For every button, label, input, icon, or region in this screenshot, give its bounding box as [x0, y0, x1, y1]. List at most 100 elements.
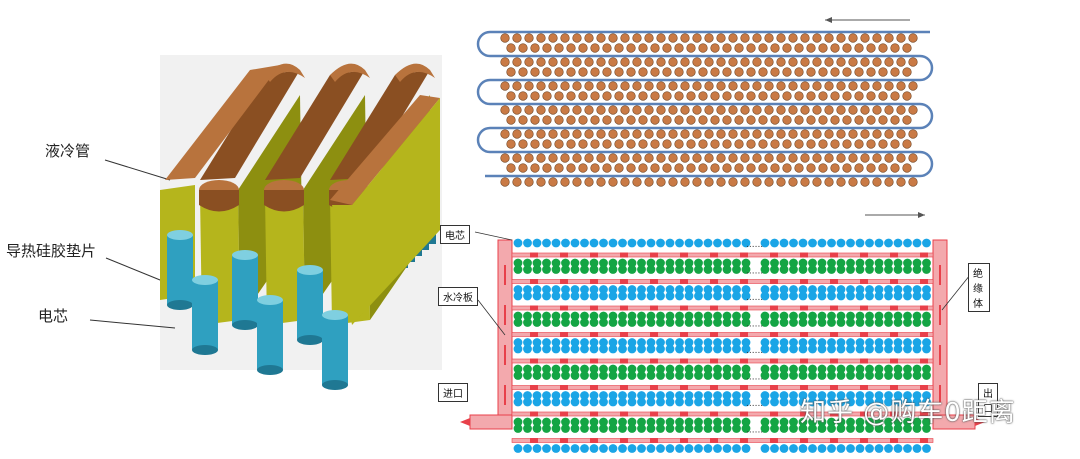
cell-dot	[872, 129, 882, 139]
cell-circle	[665, 364, 675, 374]
cell-circle	[694, 371, 703, 380]
cell-dot	[644, 105, 654, 115]
cell-dot	[806, 115, 816, 125]
cell-dot	[518, 115, 528, 125]
insulator-mark	[770, 438, 778, 443]
cell-circle	[523, 338, 532, 347]
cell-circle	[656, 397, 665, 407]
cell-dot	[824, 129, 834, 139]
cell-circle	[874, 364, 884, 374]
cell-circle	[770, 238, 779, 248]
cell-circle	[846, 265, 855, 274]
cell-circle	[836, 371, 846, 380]
cell-dot	[788, 129, 798, 139]
cell-dot	[818, 115, 828, 125]
cell-dot	[872, 105, 882, 115]
cell-circle	[722, 424, 732, 433]
cell-dot	[878, 139, 888, 149]
cell-dot	[884, 153, 894, 163]
cell-circle	[599, 238, 608, 248]
cell-circle	[656, 285, 665, 294]
cell-circle	[627, 391, 637, 400]
cell-circle	[589, 424, 599, 433]
cell-dot	[656, 81, 666, 91]
cell-circle	[542, 338, 551, 347]
cell-dot	[698, 115, 708, 125]
cell-circle	[884, 311, 893, 321]
cell-circle	[846, 258, 855, 268]
cell-circle	[884, 265, 893, 274]
cell-circle	[770, 311, 779, 321]
cell-circle	[713, 285, 722, 294]
cell-circle	[589, 238, 599, 248]
cell-circle	[722, 364, 732, 374]
cell-dot	[764, 153, 774, 163]
insulator-mark	[800, 438, 808, 443]
insulator-mark	[710, 279, 718, 284]
cell-circle	[855, 417, 865, 427]
cell-circle	[741, 424, 751, 433]
cell-dot	[614, 115, 624, 125]
cell-circle	[513, 311, 523, 321]
inlet-pipe	[469, 414, 513, 430]
cell-dot	[818, 163, 828, 173]
insulator-mark	[920, 438, 928, 443]
cell-circle	[551, 364, 561, 374]
cell-dot	[836, 129, 846, 139]
cell-circle	[580, 238, 589, 248]
cell-dot	[740, 177, 750, 187]
cell-circle	[789, 444, 798, 453]
cell-circle	[589, 291, 599, 301]
cell-circle	[618, 417, 627, 427]
cell-circle	[893, 424, 903, 433]
cell-dot	[578, 67, 588, 77]
cell-circle	[760, 444, 770, 453]
cell-dot	[668, 105, 678, 115]
cell-dot	[782, 43, 792, 53]
cell-dot	[596, 129, 606, 139]
cell-circle	[551, 391, 561, 400]
cell-dot	[686, 67, 696, 77]
cell-circle	[618, 265, 627, 274]
cell-circle	[570, 291, 580, 301]
cell-circle	[637, 338, 646, 347]
cell-circle	[779, 265, 789, 274]
cell-dot	[788, 57, 798, 67]
cell-circle	[523, 424, 532, 433]
cell-circle	[865, 424, 874, 433]
cell-dot	[554, 43, 564, 53]
cell-circle	[665, 344, 675, 354]
insulator-mark	[770, 305, 778, 311]
insulator-mark	[530, 279, 538, 284]
cell-circle	[618, 364, 627, 374]
cell-dot	[836, 57, 846, 67]
cell-circle	[675, 417, 684, 427]
cell-circle	[523, 344, 532, 354]
cell-dot	[512, 57, 522, 67]
cell-circle	[542, 318, 551, 327]
cell-circle	[798, 344, 808, 354]
cell-dot	[596, 153, 606, 163]
cell-dot	[548, 177, 558, 187]
cell-circle	[637, 417, 646, 427]
cell-dot	[590, 67, 600, 77]
cell-circle	[855, 285, 865, 294]
cell-circle	[808, 364, 817, 374]
cell-circle	[589, 318, 599, 327]
cell-circle	[694, 238, 703, 248]
cell-dot	[752, 177, 762, 187]
cell-dot	[530, 139, 540, 149]
cell-circle	[589, 344, 599, 354]
cell-dot	[758, 91, 768, 101]
cell-circle	[627, 318, 637, 327]
cell-circle	[893, 444, 903, 453]
cell-dot	[752, 129, 762, 139]
cell-circle	[513, 258, 523, 268]
cell-circle	[865, 364, 874, 374]
cell-circle	[789, 258, 798, 268]
cell-circle	[760, 371, 770, 380]
cell-circle	[827, 318, 836, 327]
cell-circle	[893, 311, 903, 321]
tube-lip	[330, 63, 370, 82]
cell-circle	[903, 291, 912, 301]
